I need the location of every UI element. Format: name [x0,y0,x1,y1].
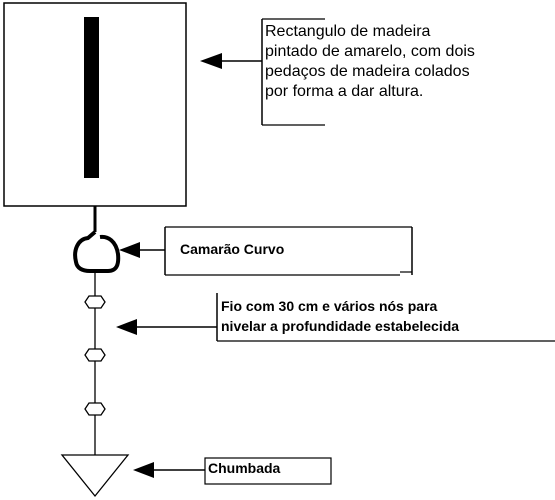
hook-label: Camarão Curvo [180,241,285,257]
line-description-line: nivelar a profundidade estabelecida [221,318,460,334]
float-description: Rectangulo de madeira pintado de amarelo… [265,22,555,102]
float-description-line: por forma a dar altura. [265,83,424,100]
sinker-callout-box [204,457,332,485]
float-description-line: pintado de amarelo, com dois [265,43,475,60]
line-arrow [116,319,217,335]
line-description: Fio com 30 cm e vários nós para nivelar … [221,296,460,336]
knot-1 [84,295,106,309]
float-callout-box [261,18,325,126]
line-callout-box [216,293,555,342]
float-description-line: pedaços de madeira colados [265,63,470,80]
hook-callout-box [164,226,413,276]
knot-3 [84,402,106,416]
float-description-line: Rectangulo de madeira [265,23,431,40]
float-arrow [200,53,262,69]
sinker-arrow [133,462,205,478]
knot-2 [84,348,106,362]
float-mast [84,17,99,178]
sinker-triangle [60,454,130,498]
line-description-line: Fio com 30 cm e vários nós para [221,298,438,314]
sinker-label: Chumbada [208,460,281,476]
hook-shape [73,230,121,273]
hook-arrow [119,242,165,258]
